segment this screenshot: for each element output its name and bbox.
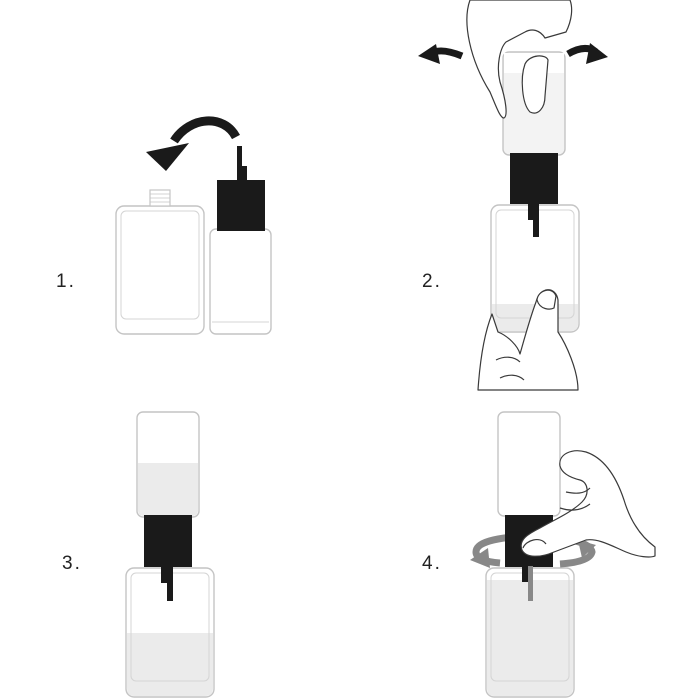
step-1: 1. xyxy=(56,116,272,335)
top-hand-icon xyxy=(466,0,573,119)
step-2: 2. xyxy=(418,0,608,391)
step-3-label: 3. xyxy=(62,553,82,574)
step-2-label: 2. xyxy=(422,271,442,292)
step-4: 4. xyxy=(422,411,656,698)
bottom-hand-icon xyxy=(477,289,579,391)
curved-arrow-icon xyxy=(146,116,240,171)
bottle xyxy=(485,567,575,698)
step-3: 3. xyxy=(62,411,215,698)
inverted-refill xyxy=(136,411,200,601)
side-hand-icon xyxy=(520,450,656,558)
step-1-label: 1. xyxy=(56,271,76,292)
empty-bottle xyxy=(115,189,205,335)
step-4-label: 4. xyxy=(422,553,442,574)
bottle xyxy=(125,567,215,698)
rotate-arrows-icon xyxy=(418,43,608,64)
refill-bottle xyxy=(209,146,272,335)
